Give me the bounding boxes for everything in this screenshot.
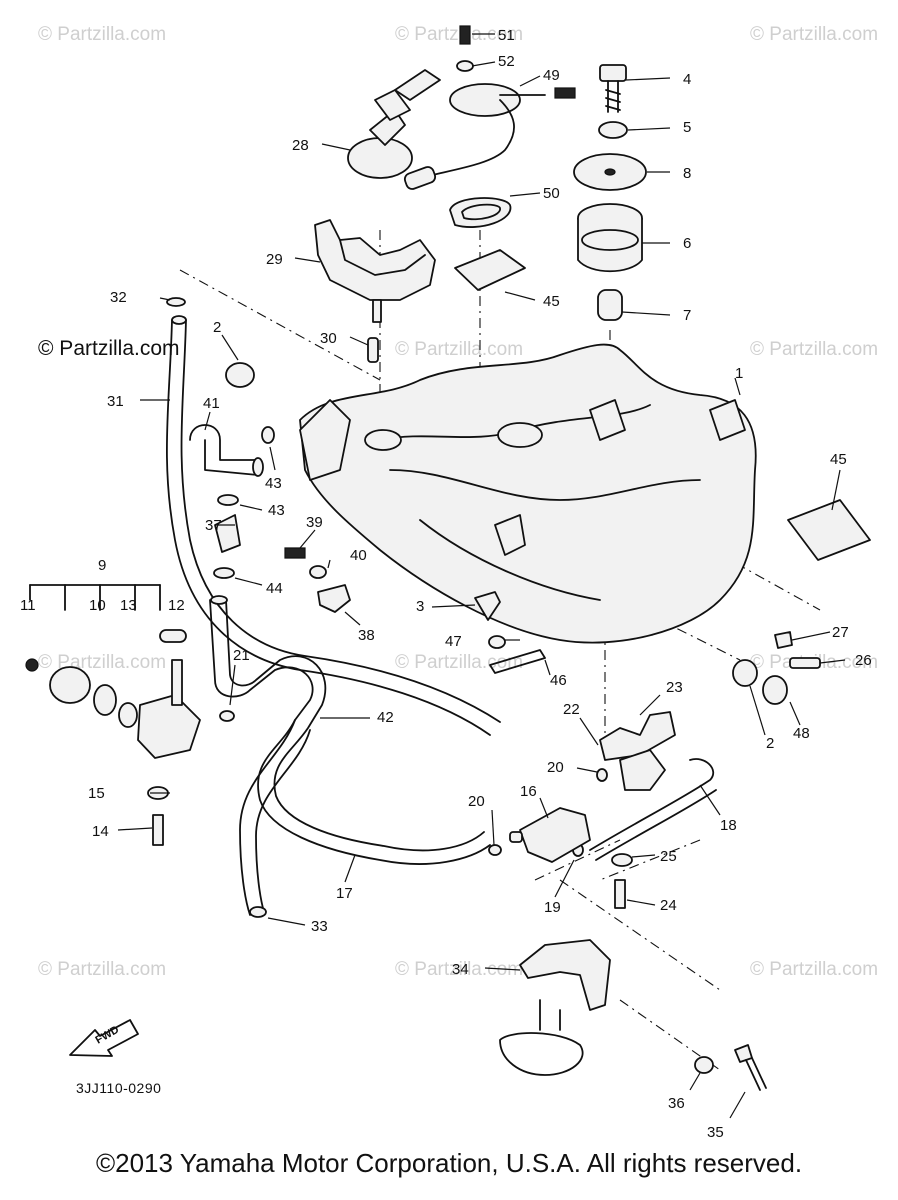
watermark: © Partzilla.com bbox=[750, 339, 878, 360]
callout-20: 20 bbox=[468, 793, 485, 810]
watermark: © Partzilla.com bbox=[395, 959, 523, 980]
callout-25: 25 bbox=[660, 848, 677, 865]
callout-45: 45 bbox=[830, 451, 847, 468]
grommet-fitting bbox=[225, 362, 255, 388]
callout-6: 6 bbox=[683, 235, 691, 252]
callout-18: 18 bbox=[720, 817, 737, 834]
callout-27: 27 bbox=[832, 624, 849, 641]
callout-2: 2 bbox=[213, 319, 221, 336]
callout-47: 47 bbox=[445, 633, 462, 650]
callout-4: 4 bbox=[683, 71, 691, 88]
callout-44: 44 bbox=[266, 580, 283, 597]
callout-19: 19 bbox=[544, 899, 561, 916]
callout-12: 12 bbox=[168, 597, 185, 614]
callout-42: 42 bbox=[377, 709, 394, 726]
watermark: © Partzilla.com bbox=[38, 959, 166, 980]
fuel-hose bbox=[209, 595, 491, 916]
small-fittings bbox=[213, 337, 379, 613]
sender-gasket bbox=[449, 197, 512, 228]
callout-37: 37 bbox=[205, 517, 222, 534]
callout-50: 50 bbox=[543, 185, 560, 202]
mount-bracket bbox=[499, 939, 611, 1076]
watermark: © Partzilla.com bbox=[395, 24, 523, 45]
callout-38: 38 bbox=[358, 627, 375, 644]
callout-9: 9 bbox=[98, 557, 106, 574]
callout-22: 22 bbox=[563, 701, 580, 718]
callout-8: 8 bbox=[683, 165, 691, 182]
callout-30: 30 bbox=[320, 330, 337, 347]
callout-5: 5 bbox=[683, 119, 691, 136]
callout-35: 35 bbox=[707, 1124, 724, 1141]
fuel-filter bbox=[509, 807, 591, 863]
callout-45: 45 bbox=[543, 293, 560, 310]
callout-28: 28 bbox=[292, 137, 309, 154]
callout-43: 43 bbox=[268, 502, 285, 519]
cap-tray bbox=[314, 219, 436, 323]
elbow-hose bbox=[189, 424, 264, 477]
callout-46: 46 bbox=[550, 672, 567, 689]
callout-39: 39 bbox=[306, 514, 323, 531]
forward-arrow-icon: FWD bbox=[69, 1019, 139, 1057]
watermark: © Partzilla.com bbox=[38, 652, 166, 673]
fuel-cap bbox=[347, 69, 441, 179]
fuel-sender-assembly bbox=[403, 25, 576, 190]
callout-15: 15 bbox=[88, 785, 105, 802]
callout-49: 49 bbox=[543, 67, 560, 84]
callout-16: 16 bbox=[520, 783, 537, 800]
watermark: © Partzilla.com bbox=[395, 339, 523, 360]
callout-31: 31 bbox=[107, 393, 124, 410]
callout-48: 48 bbox=[793, 725, 810, 742]
callout-10: 10 bbox=[89, 597, 106, 614]
watermark: © Partzilla.com bbox=[750, 24, 878, 45]
watermark: © Partzilla.com bbox=[750, 959, 878, 980]
callout-34: 34 bbox=[452, 961, 469, 978]
callout-21: 21 bbox=[233, 647, 250, 664]
callout-1: 1 bbox=[735, 365, 743, 382]
filter-brackets bbox=[589, 711, 717, 909]
callout-51: 51 bbox=[498, 27, 515, 44]
callout-23: 23 bbox=[666, 679, 683, 696]
callout-52: 52 bbox=[498, 53, 515, 70]
breather-hose bbox=[165, 297, 501, 736]
callout-41: 41 bbox=[203, 395, 220, 412]
callout-14: 14 bbox=[92, 823, 109, 840]
callout-26: 26 bbox=[855, 652, 872, 669]
callout-2: 2 bbox=[766, 735, 774, 752]
damper-stack bbox=[573, 64, 647, 321]
fwd-label: FWD bbox=[94, 1024, 122, 1047]
fuel-petcock-assembly bbox=[25, 584, 201, 846]
mounting-hardware bbox=[474, 591, 821, 705]
callout-17: 17 bbox=[336, 885, 353, 902]
callout-24: 24 bbox=[660, 897, 677, 914]
callout-labels: 51 52 49 4 5 8 28 50 6 29 45 7 32 2 30 1… bbox=[20, 27, 872, 1141]
callout-3: 3 bbox=[416, 598, 424, 615]
callout-43: 43 bbox=[265, 475, 282, 492]
callout-29: 29 bbox=[266, 251, 283, 268]
fuel-tank bbox=[299, 343, 757, 644]
watermark: © Partzilla.com bbox=[38, 24, 166, 45]
side-pad bbox=[787, 499, 871, 561]
callout-20: 20 bbox=[547, 759, 564, 776]
rubber-pad bbox=[454, 249, 526, 291]
drawing-code: 3JJ110-0290 bbox=[76, 1080, 162, 1096]
bolt-and-nut bbox=[694, 1044, 767, 1091]
leader-lines bbox=[117, 33, 846, 1119]
callout-36: 36 bbox=[668, 1095, 685, 1112]
callout-32: 32 bbox=[110, 289, 127, 306]
copyright-notice: ©2013 Yamaha Motor Corporation, U.S.A. A… bbox=[95, 1148, 803, 1178]
callout-7: 7 bbox=[683, 307, 691, 324]
callout-11: 11 bbox=[20, 597, 36, 614]
callout-33: 33 bbox=[311, 918, 328, 935]
watermark-dark: © Partzilla.com bbox=[38, 337, 180, 360]
callout-13: 13 bbox=[120, 597, 137, 614]
callout-40: 40 bbox=[350, 547, 367, 564]
